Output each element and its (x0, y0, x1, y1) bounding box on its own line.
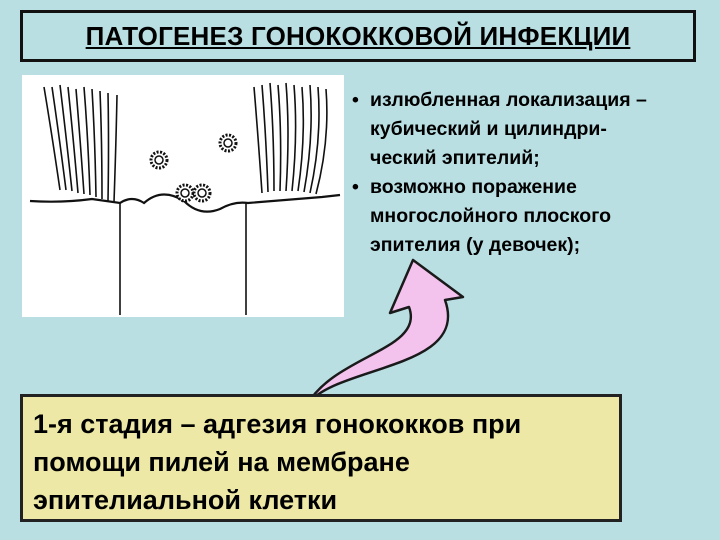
gonococci (149, 133, 238, 203)
right-cilia (253, 82, 328, 195)
bullet-line: эпителия (у девочек); (370, 234, 581, 256)
bullet-item: возможно поражение многослойного плоског… (352, 173, 720, 260)
bullet-line: возможно поражение (370, 176, 577, 198)
gonococcus-icon (149, 150, 169, 170)
stage-box: 1-я стадия – адгезия гонококков при помо… (20, 394, 622, 522)
bullet-line: многослойного плоского (370, 205, 611, 227)
curved-arrow-icon (305, 258, 465, 407)
gonococcus-icon (218, 133, 238, 153)
bullet-line: кубический и цилиндри- (370, 118, 607, 140)
bullet-list: излюбленная локализация – кубический и ц… (352, 86, 720, 260)
bullet-line: ческий эпителий; (370, 147, 540, 169)
epithelium-diagram-icon (22, 75, 344, 317)
left-cilia (43, 84, 118, 203)
cell-walls (119, 203, 247, 315)
stage-line: 1-я стадия – адгезия гонококков при (33, 409, 522, 439)
bullet-item: излюбленная локализация – кубический и ц… (352, 86, 720, 173)
title-box: ПАТОГЕНЕЗ ГОНОКОККОВОЙ ИНФЕКЦИИ (20, 10, 696, 62)
bullet-line: излюбленная локализация – (370, 89, 647, 111)
stage-line: эпителиальной клетки (33, 485, 338, 515)
page-title: ПАТОГЕНЕЗ ГОНОКОККОВОЙ ИНФЕКЦИИ (85, 20, 631, 51)
cell-membrane (29, 193, 341, 213)
stage-line: помощи пилей на мембране (33, 447, 410, 477)
gonococcus-icon (192, 183, 212, 203)
gonococcus-icon (175, 183, 195, 203)
